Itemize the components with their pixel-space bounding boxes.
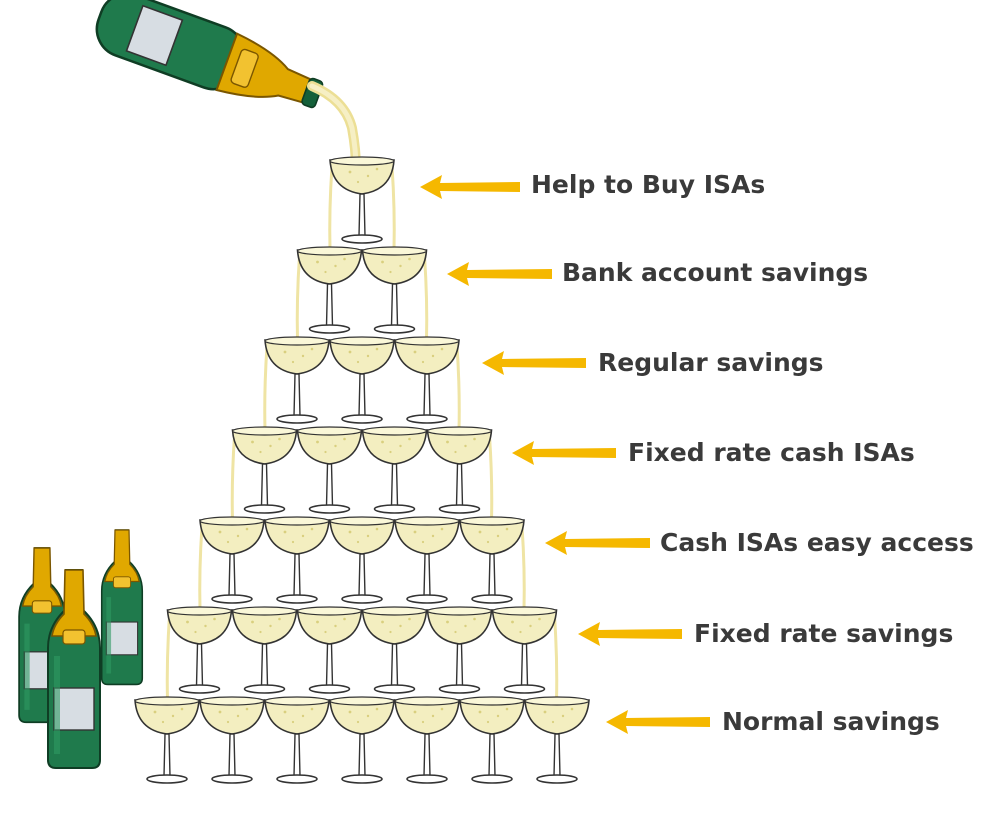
- coupe-glass-icon: [329, 336, 395, 424]
- coupe-glass-icon: [199, 516, 265, 604]
- coupe-glass-icon: [296, 426, 363, 514]
- coupe-glass-icon: [329, 696, 395, 784]
- coupe-glass-icon: [426, 426, 493, 514]
- tier-label: Fixed rate savings: [694, 619, 954, 648]
- coupe-glass-icon: [394, 696, 460, 784]
- coupe-glass-icon: [459, 696, 525, 784]
- arrow-left-icon: [578, 622, 682, 646]
- overflow-stream: [423, 255, 429, 341]
- overflow-stream: [390, 165, 396, 251]
- overflow-stream: [455, 345, 461, 431]
- arrow-left-icon: [447, 262, 552, 286]
- champagne-bottle-pouring-icon: [95, 0, 361, 173]
- overflow-stream: [230, 435, 236, 521]
- overflow-stream: [488, 435, 494, 521]
- coupe-glass-icon: [394, 336, 460, 424]
- coupe-glass-icon: [491, 606, 558, 694]
- overflow-stream: [198, 525, 204, 611]
- coupe-glass-icon: [361, 246, 428, 334]
- coupe-glass-icon: [361, 426, 428, 514]
- coupe-glass-icon: [231, 606, 298, 694]
- champagne-overflow-streams: [165, 165, 559, 701]
- coupe-glass-icon: [426, 606, 493, 694]
- coupe-glass-icon: [524, 696, 590, 784]
- tier-arrows: [420, 175, 710, 734]
- tier-label: Help to Buy ISAs: [531, 170, 766, 199]
- coupe-glass-icon: [329, 516, 395, 604]
- coupe-glass-icon: [296, 246, 363, 334]
- coupe-glass-icon: [329, 156, 395, 244]
- champagne-glass-tower: [134, 156, 590, 784]
- coupe-glass-icon: [296, 606, 363, 694]
- arrow-left-icon: [420, 175, 520, 199]
- coupe-glass-icon: [264, 696, 330, 784]
- tier-label: Fixed rate cash ISAs: [628, 438, 915, 467]
- arrow-left-icon: [512, 441, 616, 465]
- overflow-stream: [328, 165, 334, 251]
- tier-label: Normal savings: [722, 707, 940, 736]
- tier-label: Regular savings: [598, 348, 824, 377]
- arrow-left-icon: [482, 351, 586, 375]
- coupe-glass-icon: [231, 426, 298, 514]
- arrow-left-icon: [545, 531, 650, 555]
- coupe-glass-icon: [199, 696, 265, 784]
- arrow-left-icon: [606, 710, 710, 734]
- overflow-stream: [165, 615, 171, 701]
- coupe-glass-icon: [361, 606, 428, 694]
- overflow-stream: [295, 255, 301, 341]
- standing-bottles-group: [18, 529, 144, 769]
- coupe-glass-icon: [264, 516, 330, 604]
- coupe-glass-icon: [459, 516, 525, 604]
- tier-label: Bank account savings: [562, 258, 869, 287]
- tier-label: Cash ISAs easy access: [660, 528, 974, 557]
- overflow-stream: [553, 615, 559, 701]
- overflow-stream: [263, 345, 269, 431]
- overflow-stream: [520, 525, 526, 611]
- coupe-glass-icon: [134, 696, 200, 784]
- coupe-glass-icon: [166, 606, 233, 694]
- coupe-glass-icon: [264, 336, 330, 424]
- coupe-glass-icon: [394, 516, 460, 604]
- champagne-bottle-icon: [100, 529, 144, 686]
